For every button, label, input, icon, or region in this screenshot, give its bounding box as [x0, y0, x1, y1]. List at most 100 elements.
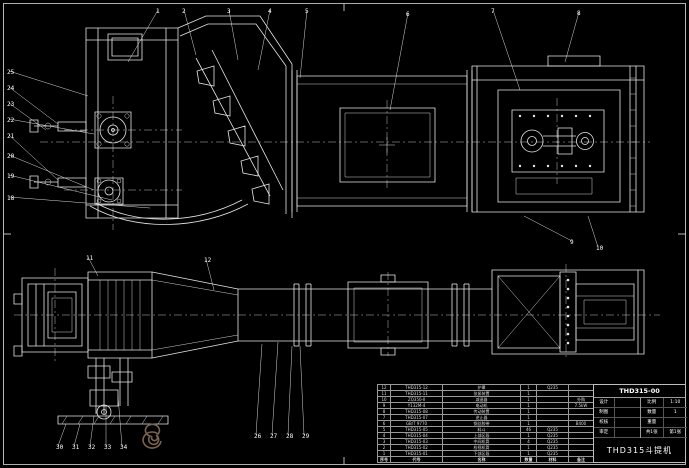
callout-number-10: 10: [596, 245, 604, 252]
callout-number-5: 5: [305, 8, 309, 15]
info-row: 重量: [641, 418, 687, 428]
callout-number-11: 11: [86, 255, 94, 262]
info-label: 数量: [641, 408, 664, 417]
callout-leader: [206, 259, 214, 290]
info-label: 比例: [641, 398, 664, 407]
casing-body-plan: [238, 275, 492, 355]
callout-leader: [9, 71, 88, 96]
callout-number-24: 24: [7, 85, 15, 92]
callout-leader: [90, 416, 94, 446]
hood-chute: [90, 16, 292, 225]
info-row: 比例 1:10: [641, 398, 687, 408]
inspection-door: [340, 108, 435, 182]
drive-platform: [548, 56, 600, 66]
callout-number-12: 12: [204, 257, 212, 264]
bom-header-cell: 序号: [377, 456, 391, 463]
signature-rows: 设计制图校核审定: [594, 398, 641, 438]
callout-leader: [300, 346, 304, 435]
callout-number-22: 22: [7, 117, 15, 124]
bucket-strip-plan: [88, 272, 152, 358]
drive-assembly: [512, 110, 604, 172]
callout-number-28: 28: [286, 433, 294, 440]
base-channel: [58, 416, 168, 424]
sig-row: 审定: [594, 428, 640, 438]
callout-number-21: 21: [7, 133, 15, 140]
support-legs: [58, 358, 168, 424]
callout-leader: [9, 119, 94, 134]
callout-number-30: 30: [56, 444, 64, 451]
drawing-number: THD315-00: [594, 385, 685, 398]
callout-number-26: 26: [254, 433, 262, 440]
callout-number-31: 31: [72, 444, 80, 451]
callout-leader: [9, 103, 46, 130]
callout-number-23: 23: [7, 101, 15, 108]
sig-value: [615, 418, 640, 427]
callout-leader: [9, 155, 94, 190]
buckets: [197, 66, 269, 204]
callout-leader: [256, 344, 262, 435]
middle-casing: [292, 70, 472, 212]
callout-leader: [184, 10, 196, 55]
callout-leader: [300, 10, 307, 78]
callout-leader: [493, 10, 520, 90]
sig-row: 制图: [594, 408, 640, 418]
bom-header-cell: 代号: [390, 456, 443, 463]
callout-leader: [565, 12, 579, 62]
takeup-bearing-upper: [95, 112, 131, 148]
plan-view: [14, 264, 660, 424]
callout-number-7: 7: [491, 8, 495, 15]
callout-number-2: 2: [182, 8, 186, 15]
callout-number-29: 29: [302, 433, 310, 440]
callout-number-25: 25: [7, 69, 15, 76]
callout-number-33: 33: [104, 444, 112, 451]
bom-header-cell: 名称: [442, 456, 521, 463]
info-value: 1:10: [670, 400, 681, 405]
callout-number-32: 32: [88, 444, 96, 451]
callout-leader: [229, 10, 238, 60]
callout-leader: [588, 216, 598, 247]
callout-number-9: 9: [570, 239, 574, 246]
sig-label: 校核: [594, 418, 615, 427]
drive-plan: [492, 270, 644, 354]
info-value: 第1张: [669, 430, 682, 435]
head-plan: [14, 278, 88, 356]
sig-value: [615, 398, 640, 407]
callout-leader: [128, 10, 158, 62]
callout-number-1: 1: [156, 8, 160, 15]
callout-leader: [390, 13, 408, 110]
side-view: [30, 16, 650, 230]
bom-header-cell: 数量: [520, 456, 537, 463]
end-flange: [630, 66, 636, 212]
sig-label: 审定: [594, 428, 615, 437]
body-door-plan: [348, 275, 428, 355]
info-label: 重量: [641, 418, 664, 427]
sig-label: 制图: [594, 408, 615, 417]
motor-plan: [576, 284, 634, 340]
callout-leader: [58, 424, 66, 446]
bom-header-cell: 备注: [568, 456, 594, 463]
sig-value: [615, 408, 640, 417]
callout-number-18: 18: [7, 195, 15, 202]
transition-funnel: [152, 272, 238, 358]
info-label: 共1张: [641, 428, 664, 437]
sig-row: 设计: [594, 398, 640, 408]
takeup-bearing-lower: [95, 178, 123, 204]
callout-number-4: 4: [268, 8, 272, 15]
callout-number-27: 27: [270, 433, 278, 440]
sig-row: 校核: [594, 418, 640, 428]
callout-number-19: 19: [7, 173, 15, 180]
bom-header-cell: 材料: [536, 456, 569, 463]
flange-plate: [560, 272, 576, 352]
callout-leader: [258, 10, 270, 70]
info-value: [664, 418, 687, 427]
stamp-spiral: [143, 424, 161, 448]
head-drive-section: [472, 56, 644, 212]
callout-leader: [272, 342, 278, 435]
